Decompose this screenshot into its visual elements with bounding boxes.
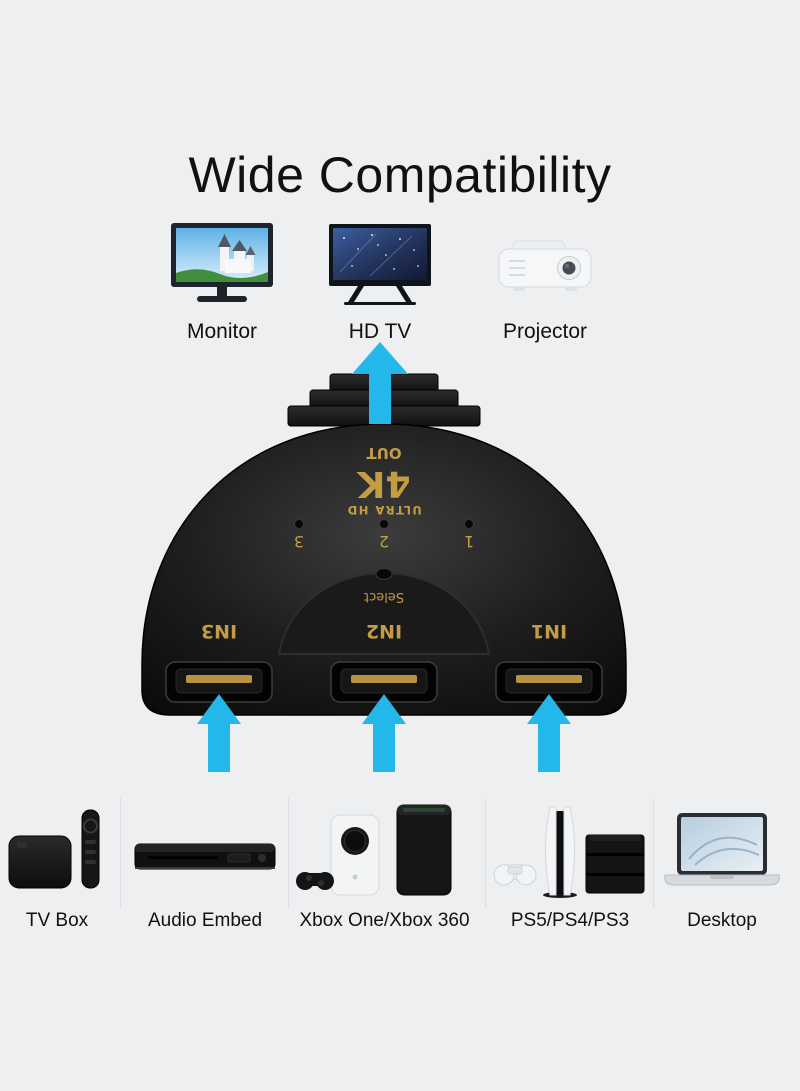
page-title: Wide Compatibility	[188, 147, 612, 203]
output-device-label: HD TV	[348, 320, 412, 343]
hdmi-port-in3	[165, 661, 273, 703]
led-number: 3	[294, 532, 304, 551]
output-card-hdtv: HD TV	[310, 220, 450, 344]
in-port-label: IN1	[531, 620, 567, 642]
monitor-icon	[168, 220, 276, 314]
led-indicators: 3 2 1	[294, 519, 474, 551]
separator	[485, 798, 486, 908]
up-arrow-in3-icon	[197, 694, 241, 772]
input-card-playstation: PS5/PS4/PS3	[490, 800, 650, 932]
select-label: Select	[364, 589, 404, 604]
input-card-audio-embed: Audio Embed	[130, 800, 280, 932]
xbox-controller	[295, 872, 334, 890]
tv-box-icon	[5, 800, 109, 902]
input-device-label: Audio Embed	[147, 910, 263, 931]
input-device-label: PS5/PS4/PS3	[510, 910, 630, 931]
logo-ultra-hd: ULTRA HD	[346, 503, 422, 517]
led-number: 2	[379, 532, 389, 551]
audio-embed-icon-svg	[134, 843, 276, 870]
hdtv-icon-svg	[329, 224, 431, 305]
input-device-label: Desktop	[687, 910, 757, 931]
in-port-label: IN3	[201, 620, 237, 642]
up-arrow-in1-icon	[527, 694, 571, 772]
separator	[653, 798, 654, 908]
input-card-desktop: Desktop	[657, 800, 787, 932]
input-device-label: TV Box	[25, 910, 89, 931]
desktop-icon	[659, 800, 785, 902]
tv-box-icon-svg	[8, 809, 100, 889]
hdtv-icon	[326, 220, 434, 314]
playstation-icon	[492, 800, 648, 902]
input-device-label: Xbox One/Xbox 360	[299, 910, 470, 931]
input-card-xbox: Xbox One/Xbox 360	[292, 800, 477, 932]
audio-embed-icon	[132, 800, 278, 902]
projector-icon-svg	[498, 240, 592, 291]
out-label: OUT	[366, 444, 402, 462]
desktop-icon-svg	[664, 813, 780, 886]
input-card-tv-box: TV Box	[2, 800, 112, 932]
logo-4k: 4K	[356, 463, 410, 504]
playstation-icon-svg	[493, 806, 645, 898]
separator	[288, 798, 289, 908]
projector-icon	[493, 220, 597, 314]
up-arrow-out-icon	[352, 342, 408, 424]
hdmi-port-in2	[330, 661, 438, 703]
ps4-console	[585, 834, 645, 894]
output-card-projector: Projector	[475, 220, 615, 344]
select-button	[375, 568, 393, 580]
ps-controller	[493, 864, 537, 886]
output-device-label: Monitor	[186, 320, 258, 343]
xbox-icon-svg	[295, 804, 451, 896]
led-number: 1	[464, 532, 474, 551]
output-device-label: Projector	[502, 320, 588, 343]
in-port-label: IN2	[366, 620, 402, 642]
xbox-icon	[295, 800, 475, 902]
hdmi-port-in1	[495, 661, 603, 703]
monitor-icon-svg	[171, 223, 273, 302]
output-card-monitor: Monitor	[152, 220, 292, 344]
up-arrow-in2-icon	[362, 694, 406, 772]
separator	[120, 798, 121, 908]
